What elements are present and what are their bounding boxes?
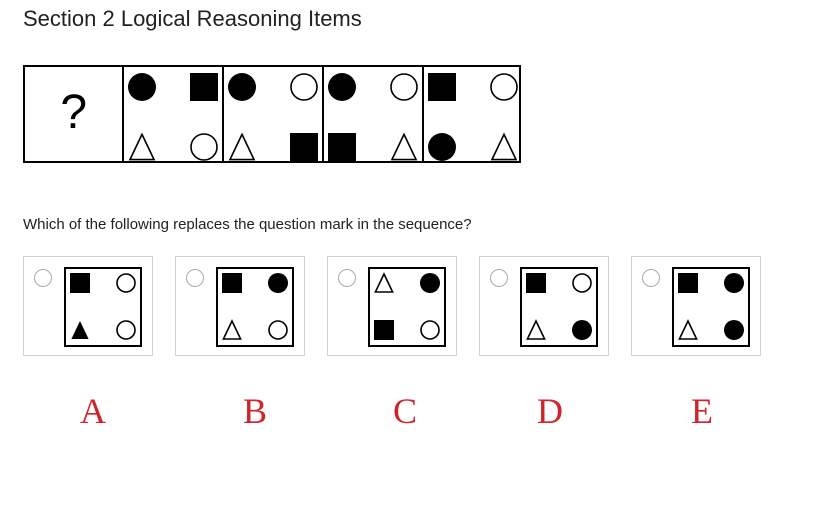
option-a[interactable]	[23, 256, 153, 356]
circle-filled-icon	[724, 320, 744, 340]
shape-grid	[678, 273, 744, 340]
question-text: Which of the following replaces the ques…	[23, 216, 472, 233]
option-c-letter: C	[392, 391, 417, 431]
option-d-radio[interactable]	[490, 269, 508, 287]
circle-filled-icon	[420, 273, 440, 293]
square-filled-icon	[70, 273, 90, 293]
circle-open-icon	[572, 273, 592, 293]
circle-filled-icon	[328, 73, 357, 101]
circle-open-icon	[420, 320, 440, 340]
sequence-frame-1	[124, 67, 225, 161]
circle-filled-icon	[128, 73, 157, 101]
circle-open-icon	[116, 273, 136, 293]
square-filled-icon	[526, 273, 546, 293]
triangle-open-icon	[678, 319, 698, 340]
square-filled-icon	[678, 273, 698, 293]
square-filled-icon	[290, 133, 319, 161]
option-b[interactable]	[175, 256, 305, 356]
shape-grid	[228, 73, 319, 161]
page-title: Section 2 Logical Reasoning Items	[23, 6, 362, 31]
shape-grid	[222, 273, 288, 340]
triangle-open-icon	[229, 132, 256, 161]
triangle-open-icon	[129, 132, 156, 161]
circle-open-icon	[190, 133, 219, 161]
option-e[interactable]	[631, 256, 761, 356]
question-mark: ?	[60, 85, 88, 139]
circle-open-icon	[116, 320, 136, 340]
circle-open-icon	[489, 73, 518, 101]
option-b-letter: B	[242, 391, 267, 431]
shape-grid	[374, 272, 440, 340]
option-b-radio[interactable]	[186, 269, 204, 287]
sequence-frame-4	[424, 67, 519, 161]
sequence-frame-3	[324, 67, 424, 161]
shape-grid	[128, 73, 219, 161]
triangle-open-icon	[526, 319, 546, 340]
circle-open-icon	[268, 320, 288, 340]
triangle-open-icon	[374, 272, 394, 293]
option-e-figure	[672, 267, 750, 347]
square-filled-icon	[427, 73, 456, 101]
option-c-figure	[368, 267, 446, 347]
sequence-strip: ?	[23, 65, 521, 163]
circle-filled-icon	[724, 273, 744, 293]
square-filled-icon	[374, 320, 394, 340]
shape-grid	[70, 273, 136, 340]
option-e-letter: E	[691, 391, 713, 431]
shape-grid	[526, 273, 592, 340]
circle-filled-icon	[427, 133, 456, 161]
square-filled-icon	[328, 133, 357, 161]
shape-grid	[328, 73, 419, 161]
square-filled-icon	[190, 73, 219, 101]
circle-open-icon	[290, 73, 319, 101]
option-a-letter: A	[80, 391, 106, 431]
option-a-radio[interactable]	[34, 269, 52, 287]
sequence-frame-2	[224, 67, 325, 161]
circle-open-icon	[390, 73, 419, 101]
option-d[interactable]	[479, 256, 609, 356]
square-filled-icon	[222, 273, 242, 293]
circle-filled-icon	[228, 73, 257, 101]
triangle-open-icon	[222, 319, 242, 340]
option-b-figure	[216, 267, 294, 347]
option-c-radio[interactable]	[338, 269, 356, 287]
option-e-radio[interactable]	[642, 269, 660, 287]
circle-filled-icon	[572, 320, 592, 340]
shape-grid	[427, 73, 518, 161]
option-a-figure	[64, 267, 142, 347]
option-d-letter: D	[537, 391, 563, 431]
option-d-figure	[520, 267, 598, 347]
circle-filled-icon	[268, 273, 288, 293]
option-c[interactable]	[327, 256, 457, 356]
sequence-unknown-cell: ?	[25, 67, 125, 161]
triangle-filled-icon	[71, 321, 89, 339]
triangle-open-icon	[490, 132, 517, 161]
triangle-open-icon	[391, 132, 418, 161]
